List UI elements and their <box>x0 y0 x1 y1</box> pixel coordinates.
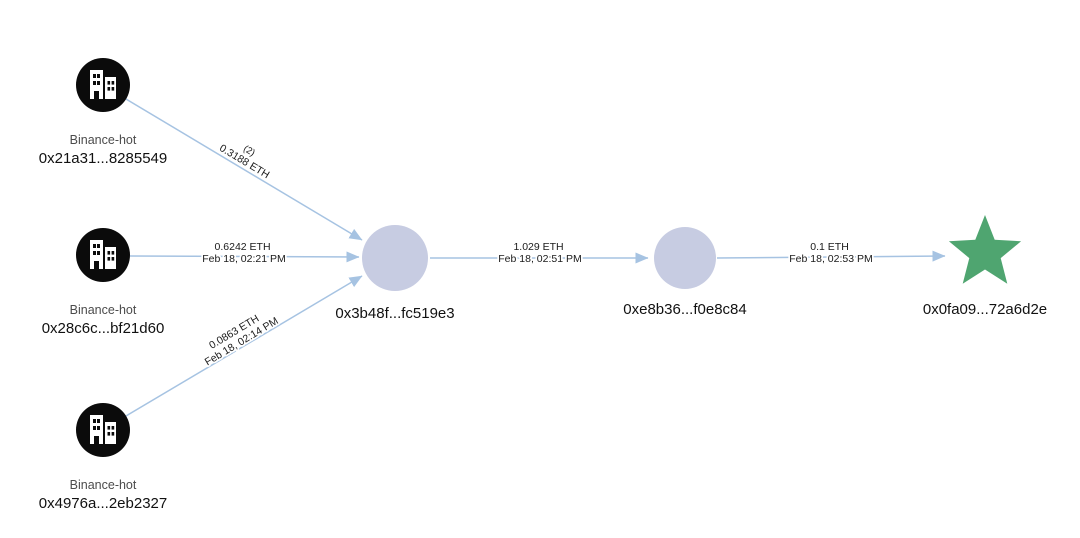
node-exchange-3-address: 0x4976a...2eb2327 <box>39 495 167 512</box>
address-node-circle <box>654 227 716 289</box>
node-intermediate-address: 0xe8b36...f0e8c84 <box>623 301 746 318</box>
edge-binance2-to-hub[interactable]: 0.6242 ETH Feb 18, 02:21 PM <box>129 239 360 267</box>
node-exchange-1-address: 0x21a31...8285549 <box>39 150 167 167</box>
node-exchange-3-name: Binance-hot <box>70 478 137 492</box>
edge-binance3-to-hub[interactable]: 0.0863 ETH Feb 18, 02:14 PM <box>125 275 363 417</box>
edge-line[interactable] <box>125 275 363 417</box>
edge-label[interactable]: 1.029 ETH Feb 18, 02:51 PM <box>497 239 584 267</box>
edge-line[interactable] <box>125 98 363 241</box>
node-exchange-2-name: Binance-hot <box>70 303 137 317</box>
node-address-target[interactable] <box>948 215 1022 284</box>
edge-label[interactable]: 0.1 ETH Feb 18, 02:53 PM <box>788 239 875 267</box>
edge-label[interactable]: 0.6242 ETH Feb 18, 02:21 PM <box>201 239 288 267</box>
edge-timestamp: Feb 18, 02:53 PM <box>789 253 872 265</box>
edge-hub-to-intermediate[interactable]: 1.029 ETH Feb 18, 02:51 PM <box>430 239 649 267</box>
node-exchange-2-address: 0x28c6c...bf21d60 <box>42 320 165 337</box>
edge-intermediate-to-target[interactable]: 0.1 ETH Feb 18, 02:53 PM <box>716 239 946 267</box>
node-exchange-binance-1[interactable] <box>76 58 130 112</box>
node-hub-address: 0x3b48f...fc519e3 <box>335 305 454 322</box>
star-icon <box>948 215 1022 284</box>
node-exchange-binance-2[interactable] <box>76 228 130 282</box>
edge-line[interactable] <box>716 250 946 262</box>
edge-amount: 0.6242 ETH <box>215 241 271 253</box>
node-exchange-1-name: Binance-hot <box>70 133 137 147</box>
edge-binance1-to-hub[interactable]: (2) 0.3188 ETH <box>125 98 363 241</box>
node-target-address: 0x0fa09...72a6d2e <box>923 301 1047 318</box>
edge-amount: 1.029 ETH <box>513 241 563 253</box>
edge-timestamp: Feb 18, 02:21 PM <box>202 253 285 265</box>
edge-timestamp: Feb 18, 02:51 PM <box>498 253 581 265</box>
node-address-hub[interactable] <box>362 225 428 291</box>
edge-label[interactable]: (2) 0.3188 ETH <box>216 132 277 183</box>
node-exchange-binance-3[interactable] <box>76 403 130 457</box>
edge-label[interactable]: 0.0863 ETH Feb 18, 02:14 PM <box>197 305 282 370</box>
edge-amount: 0.1 ETH <box>810 241 849 253</box>
address-node-circle <box>362 225 428 291</box>
node-address-intermediate[interactable] <box>654 227 716 289</box>
edge-line[interactable] <box>129 251 360 263</box>
